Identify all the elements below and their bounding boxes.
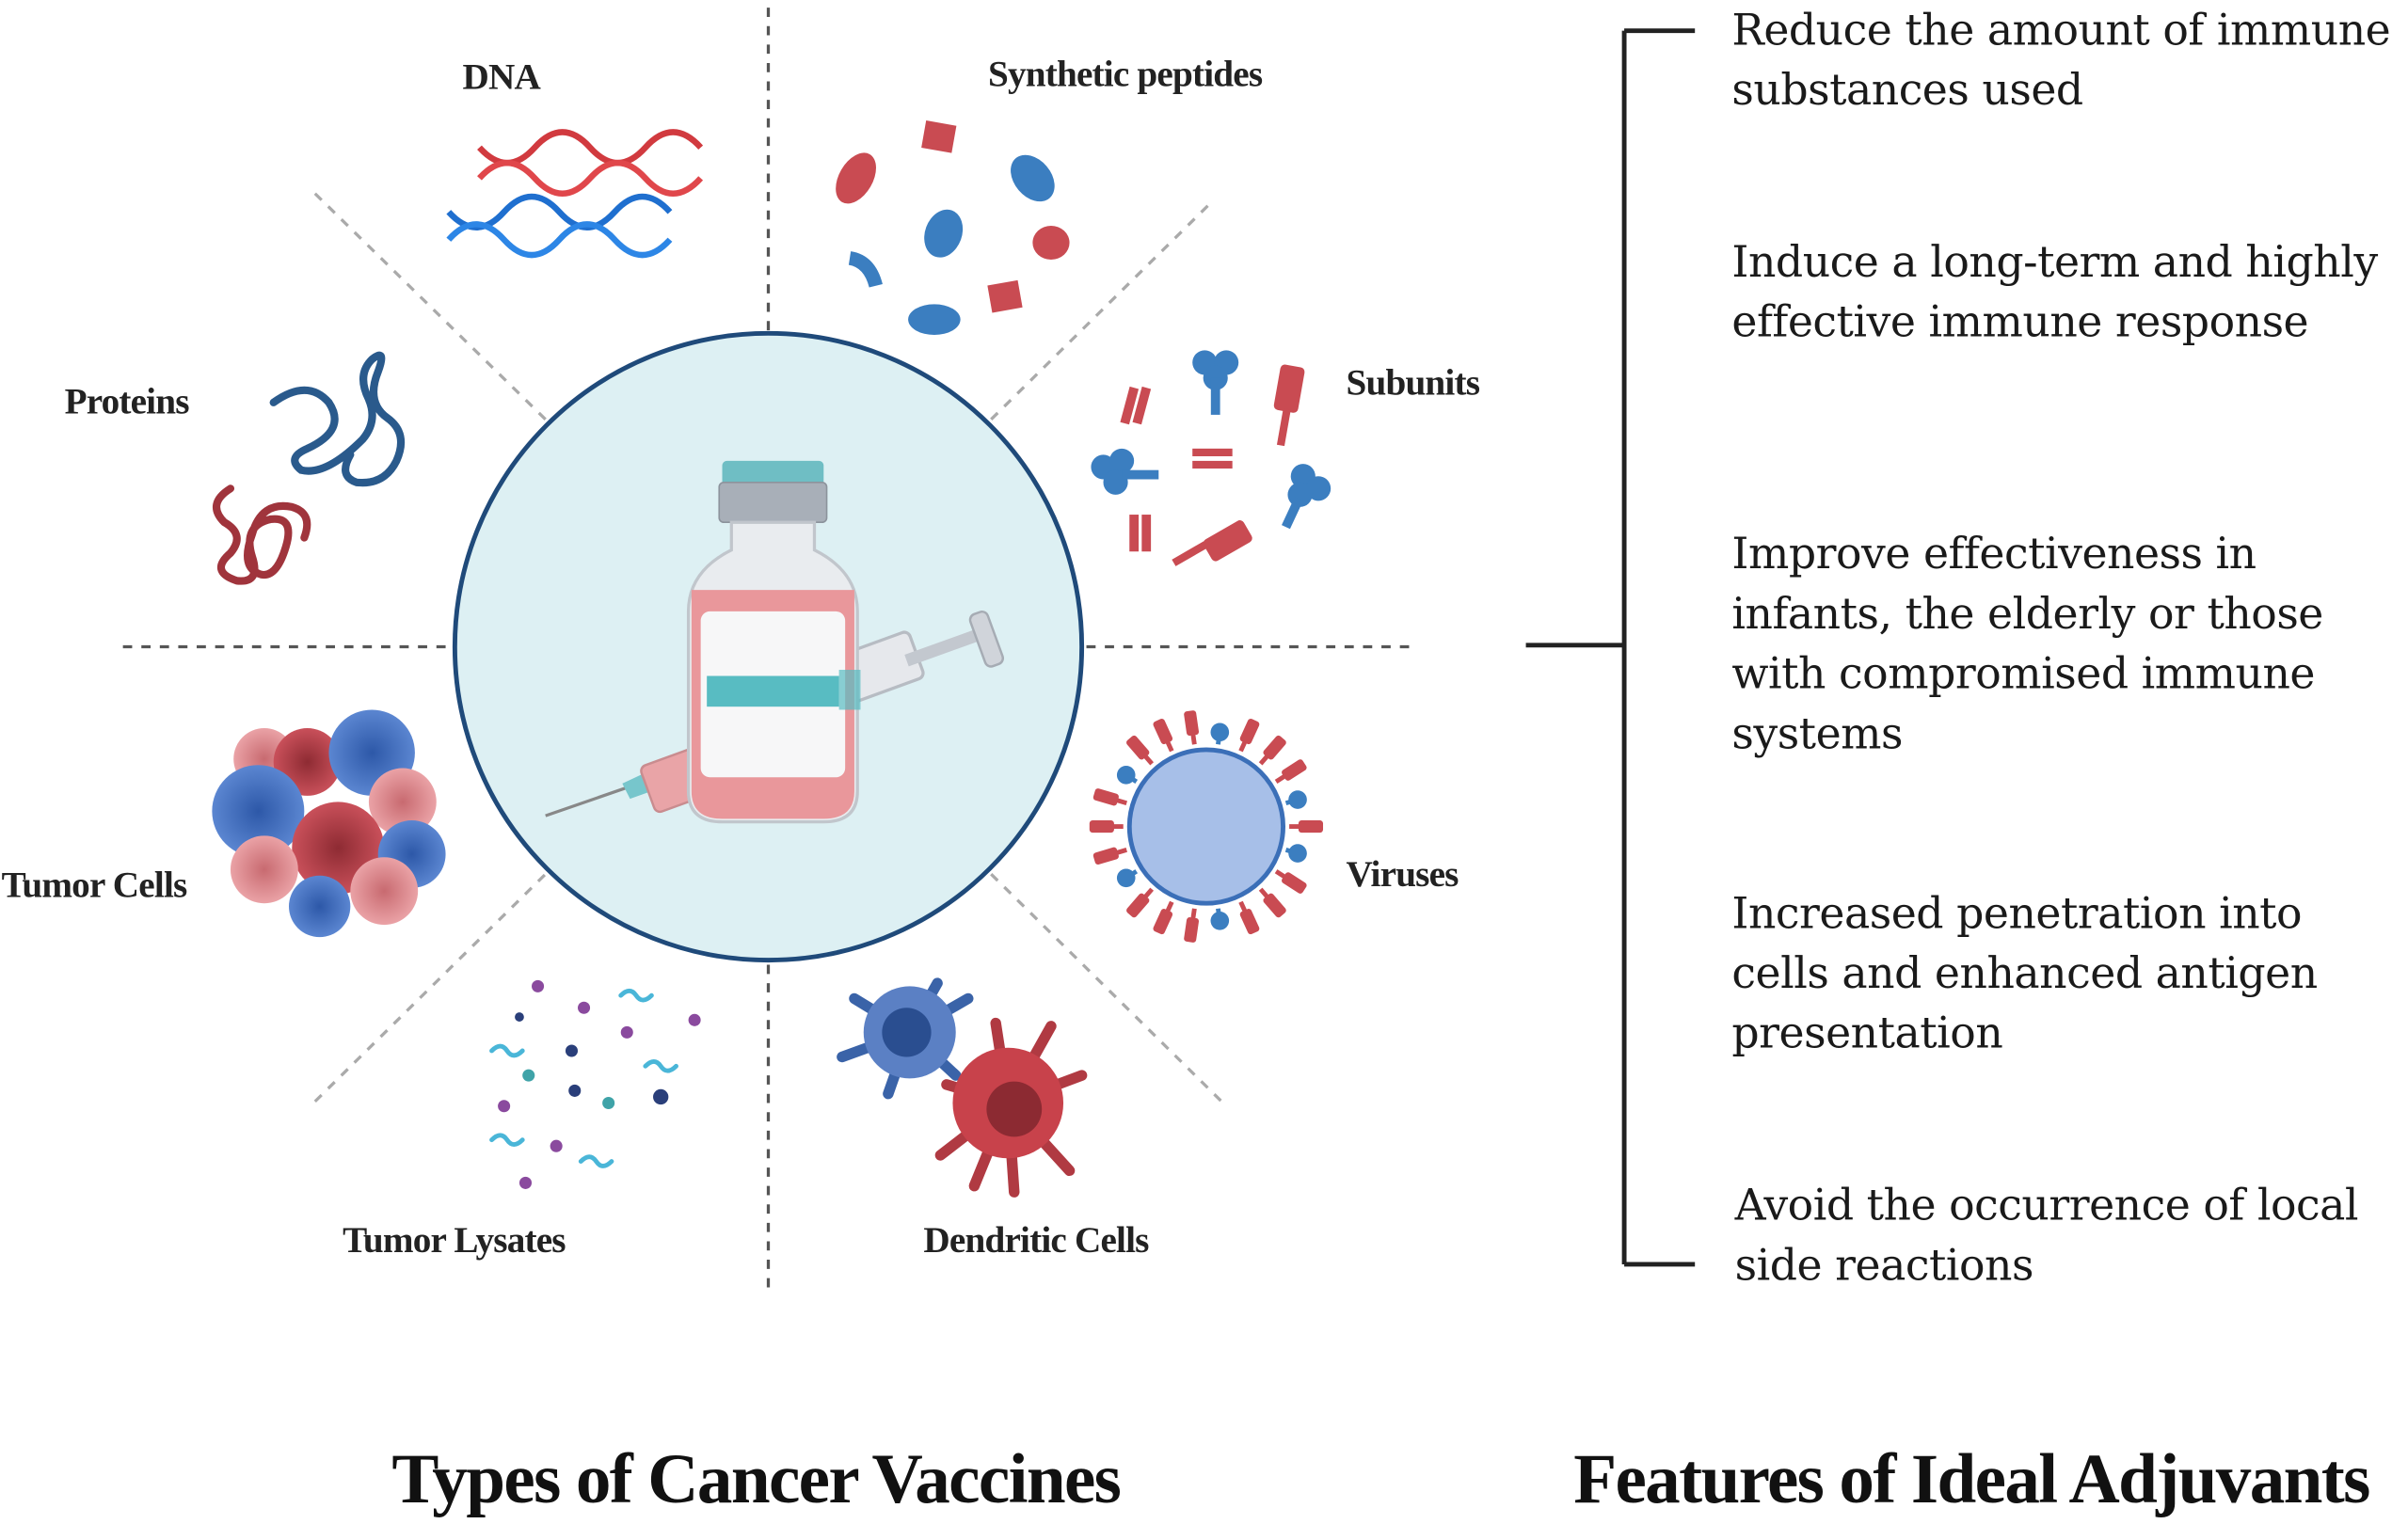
tumor-cells-icon bbox=[212, 709, 446, 938]
feature-item: Improve effectiveness in infants, the el… bbox=[1731, 528, 2323, 759]
tumor-lysates-icon bbox=[489, 979, 701, 1189]
label-dna: DNA bbox=[462, 58, 541, 99]
heading-vaccine-types: Types of Cancer Vaccines bbox=[391, 1439, 1122, 1518]
label-tumor-cells: Tumor Cells bbox=[1, 866, 188, 907]
virus-icon bbox=[1089, 710, 1324, 943]
synthetic-peptides-icon bbox=[836, 120, 1070, 335]
feature-item: Increased penetration into cells and enh… bbox=[1731, 887, 2318, 1059]
proteins-icon bbox=[213, 351, 406, 585]
dendritic-cells-icon bbox=[837, 977, 1088, 1198]
label-subunits: Subunits bbox=[1346, 364, 1480, 405]
features-bracket bbox=[1525, 28, 1696, 1267]
label-tumor-lysates: Tumor Lysates bbox=[343, 1221, 566, 1262]
dna-icon bbox=[446, 129, 704, 259]
heading-adjuvant-features: Features of Ideal Adjuvants bbox=[1573, 1439, 2370, 1518]
feature-item: Induce a long-term and highly effective … bbox=[1731, 236, 2378, 348]
subunits-icon bbox=[1091, 350, 1332, 566]
feature-item: Avoid the occurrence of local side react… bbox=[1734, 1180, 2359, 1291]
label-proteins: Proteins bbox=[64, 382, 190, 423]
vaccine-vial-icon bbox=[686, 460, 861, 824]
feature-item: Reduce the amount of immune substances u… bbox=[1731, 4, 2391, 116]
label-synthetic-peptides: Synthetic peptides bbox=[988, 55, 1263, 96]
label-dendritic-cells: Dendritic Cells bbox=[923, 1221, 1149, 1262]
sector-dividers bbox=[122, 8, 1414, 1291]
label-viruses: Viruses bbox=[1346, 855, 1459, 897]
